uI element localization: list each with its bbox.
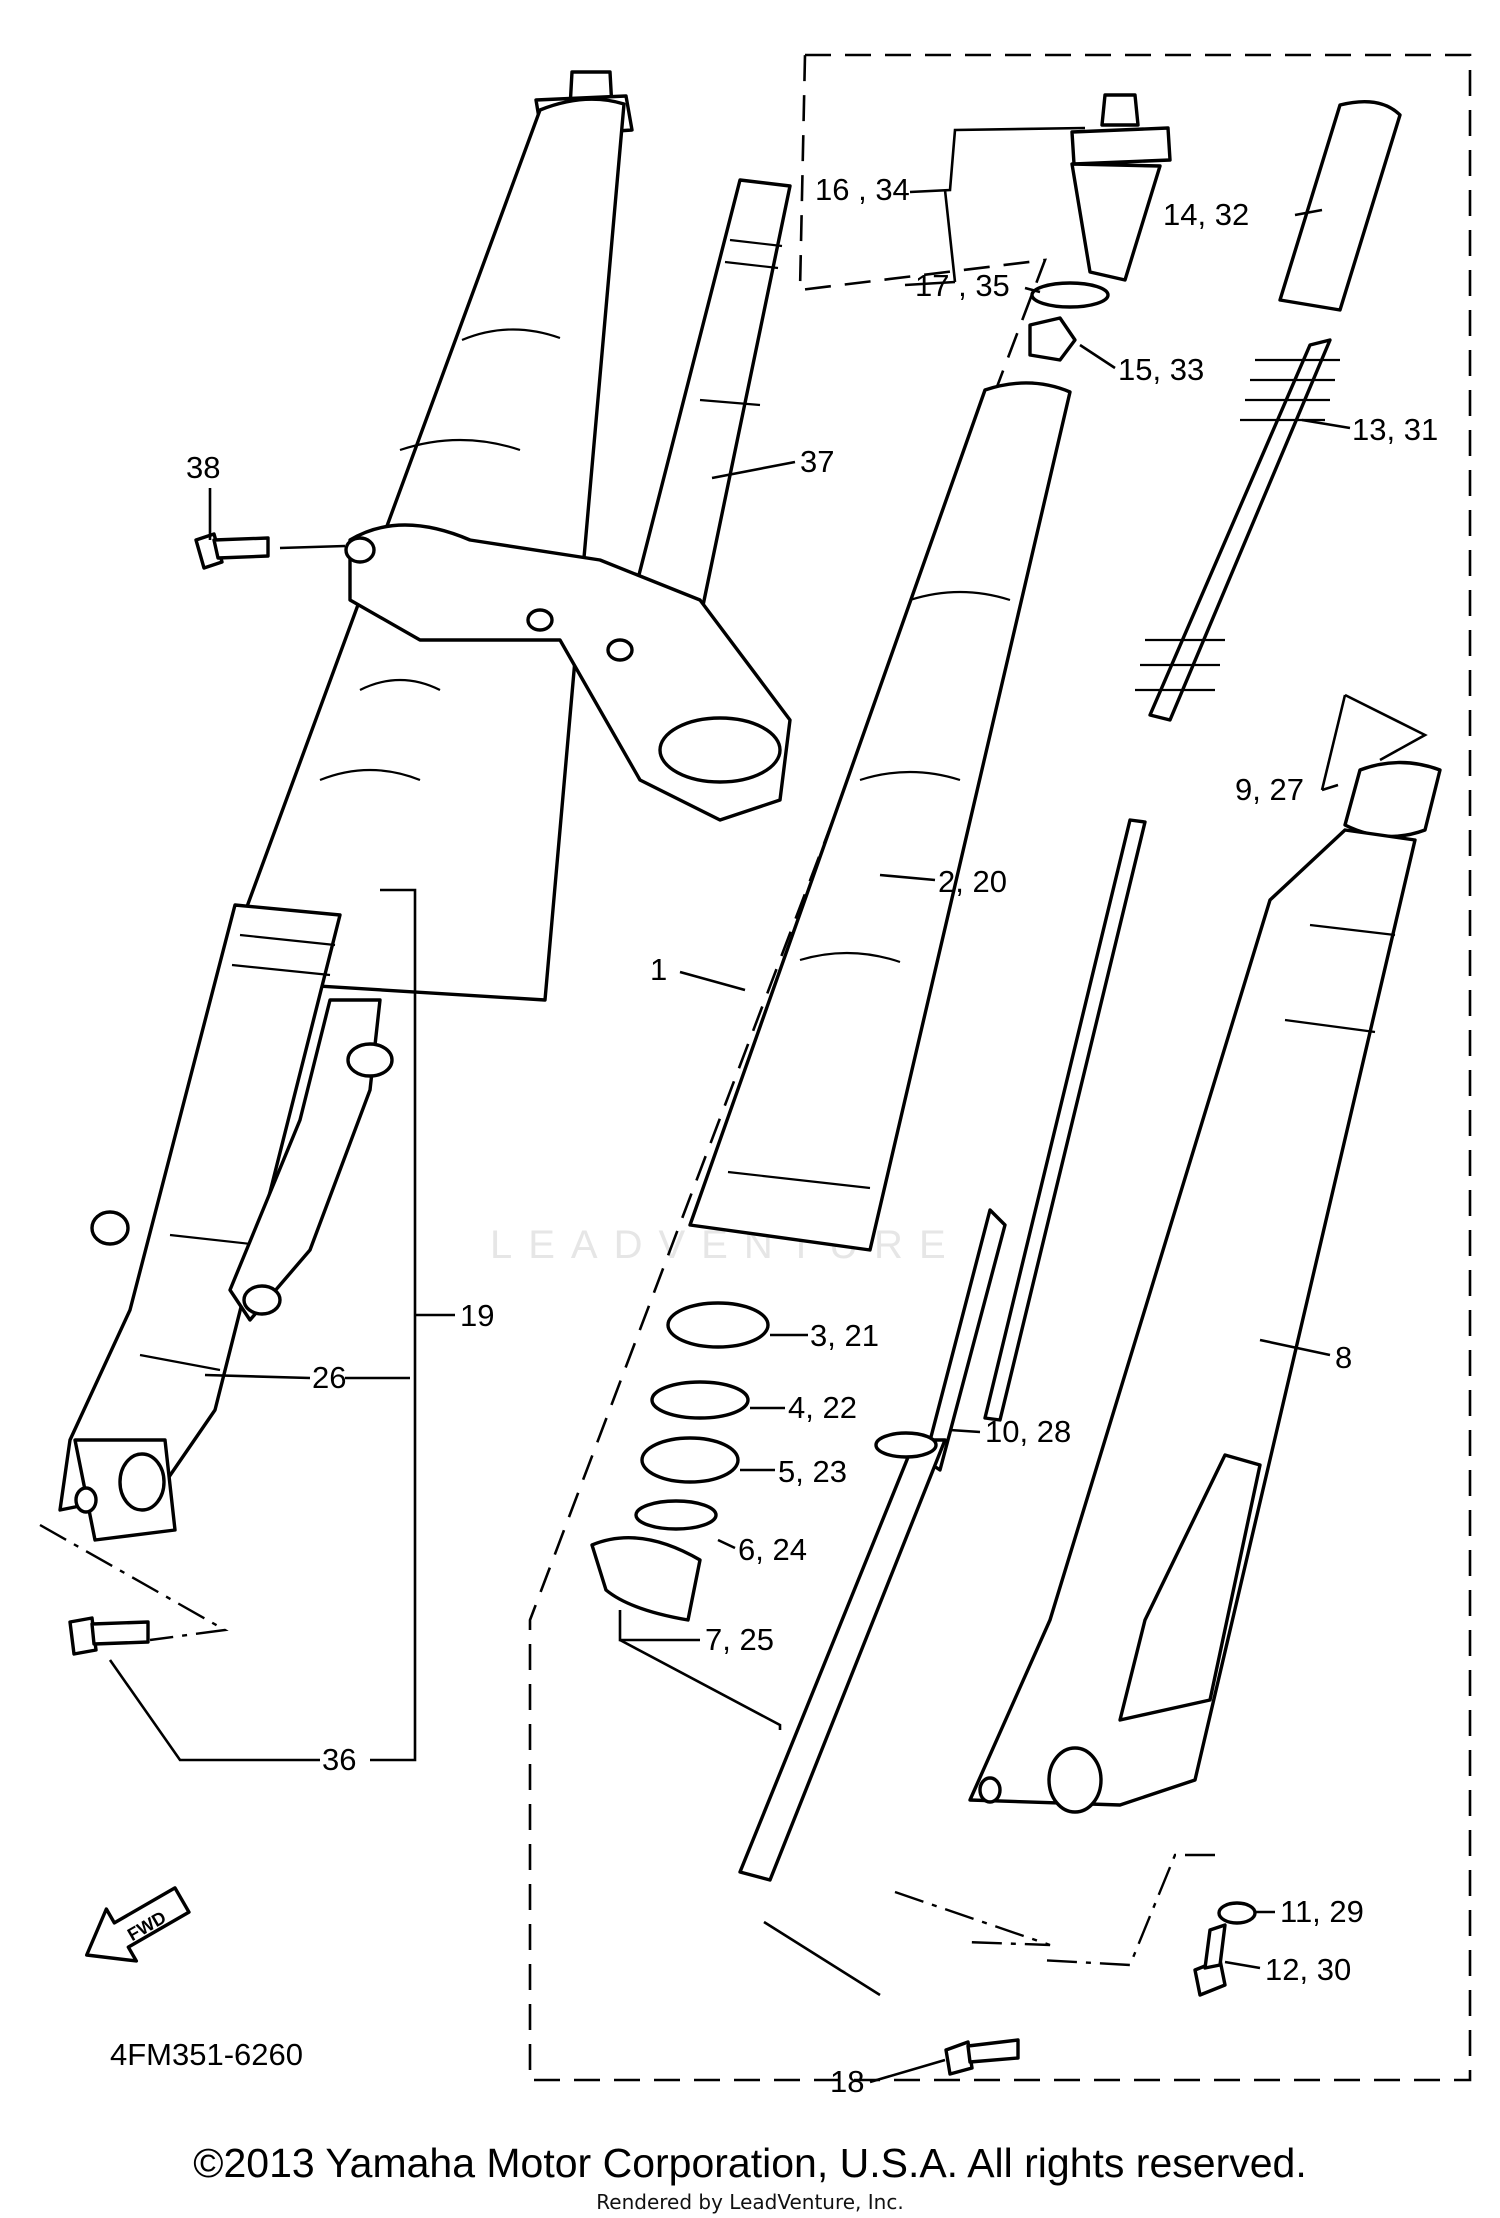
callout-14-32: 14, 32 [1163, 197, 1249, 232]
fwd-arrow-icon: FWD [84, 1886, 191, 1963]
assembled-fork-leg [58, 70, 634, 1542]
bolt-18 [944, 2038, 1020, 2076]
oil-seal-5-23 [640, 1436, 740, 1484]
washer-11-29 [1217, 1901, 1257, 1925]
callout-15-33: 15, 33 [1118, 352, 1204, 387]
inner-tube-2-20 [688, 381, 1072, 1252]
callout-8: 8 [1335, 1340, 1352, 1375]
callout-4-22: 4, 22 [788, 1390, 857, 1425]
callout-26: 26 [312, 1360, 346, 1395]
callout-10-28: 10, 28 [985, 1414, 1071, 1449]
callout-2-20: 2, 20 [938, 864, 1007, 899]
bolt-38 [194, 532, 270, 570]
cap-bolt-16-34 [1070, 93, 1172, 282]
leader-lines [39, 126, 1428, 2084]
callout-9-27: 9, 27 [1235, 772, 1304, 807]
steering-stem-bracket [344, 178, 792, 822]
assembly-boundary [528, 53, 1472, 2082]
o-ring-17-35 [1030, 281, 1110, 309]
washer-4-22 [650, 1380, 750, 1420]
bolt-36 [68, 1616, 150, 1656]
callout-17-35: 17 , 35 [915, 268, 1010, 303]
nut-15-33 [1028, 316, 1077, 362]
callout-1: 1 [650, 952, 667, 987]
bolt-12-30 [1193, 1923, 1227, 1997]
dust-seal-7-25 [590, 1536, 702, 1622]
callout-6-24: 6, 24 [738, 1532, 807, 1567]
callout-13-31: 13, 31 [1352, 412, 1438, 447]
callout-38: 38 [186, 450, 220, 485]
outer-tube-8 [968, 828, 1417, 1814]
clip-6-24 [634, 1499, 718, 1531]
slide-bushing-3-21 [666, 1301, 770, 1349]
damper-rod [738, 818, 1147, 1882]
callout-12-30: 12, 30 [1265, 1952, 1351, 1987]
spacer-14-32 [1278, 99, 1402, 312]
collar-9-27 [1343, 760, 1442, 839]
callout-16-34: 16 , 34 [815, 172, 910, 207]
copyright-notice: ©2013 Yamaha Motor Corporation, U.S.A. A… [193, 2140, 1307, 2186]
callout-5-23: 5, 23 [778, 1454, 847, 1489]
callout-7-25: 7, 25 [705, 1622, 774, 1657]
rendered-by-notice: Rendered by LeadVenture, Inc. [596, 2190, 904, 2214]
callout-labels: 38 37 19 26 36 4FM351-6260 16 , 34 17 , … [110, 172, 1438, 2099]
diagram-code: 4FM351-6260 [110, 2037, 303, 2072]
callout-36: 36 [322, 1742, 356, 1777]
callout-18: 18 [830, 2064, 864, 2099]
callout-37: 37 [800, 444, 834, 479]
callout-3-21: 3, 21 [810, 1318, 879, 1353]
callout-11-29: 11, 29 [1280, 1894, 1364, 1929]
fork-spring-13-31 [1135, 338, 1340, 722]
callout-19: 19 [460, 1298, 494, 1333]
